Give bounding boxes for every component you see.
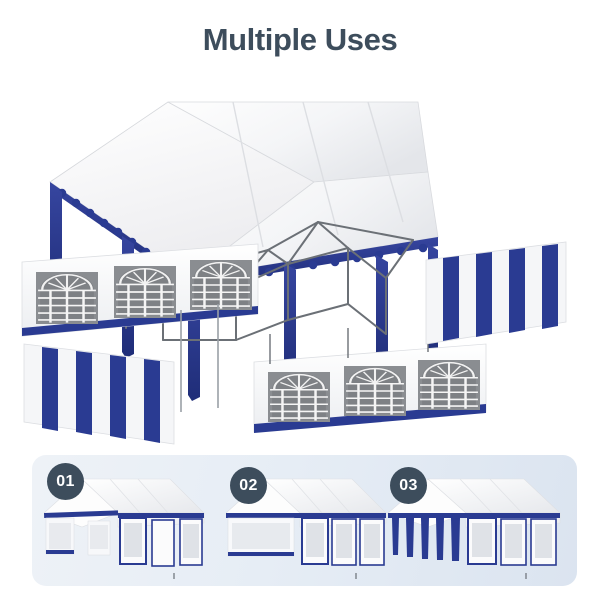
variant-badge-03: 03 — [390, 467, 427, 504]
striped-panel-right — [425, 241, 567, 345]
variant-open-sides[interactable] — [40, 455, 215, 586]
striped-panel-left — [23, 343, 175, 445]
variant-striped-curtains[interactable] — [384, 455, 574, 586]
window-wall-front — [253, 322, 487, 433]
variant-badge-02: 02 — [230, 467, 267, 504]
variant-half-open[interactable] — [222, 455, 397, 586]
page-title: Multiple Uses — [202, 22, 398, 57]
variant-badge-01: 01 — [47, 463, 84, 500]
window-wall-left — [21, 243, 259, 337]
variant-badge-03-label: 03 — [399, 476, 418, 494]
variant-badge-02-label: 02 — [239, 476, 258, 494]
usage-variants-panel — [32, 455, 577, 586]
variant-badge-01-label: 01 — [56, 472, 75, 490]
hero-illustration — [18, 72, 582, 452]
